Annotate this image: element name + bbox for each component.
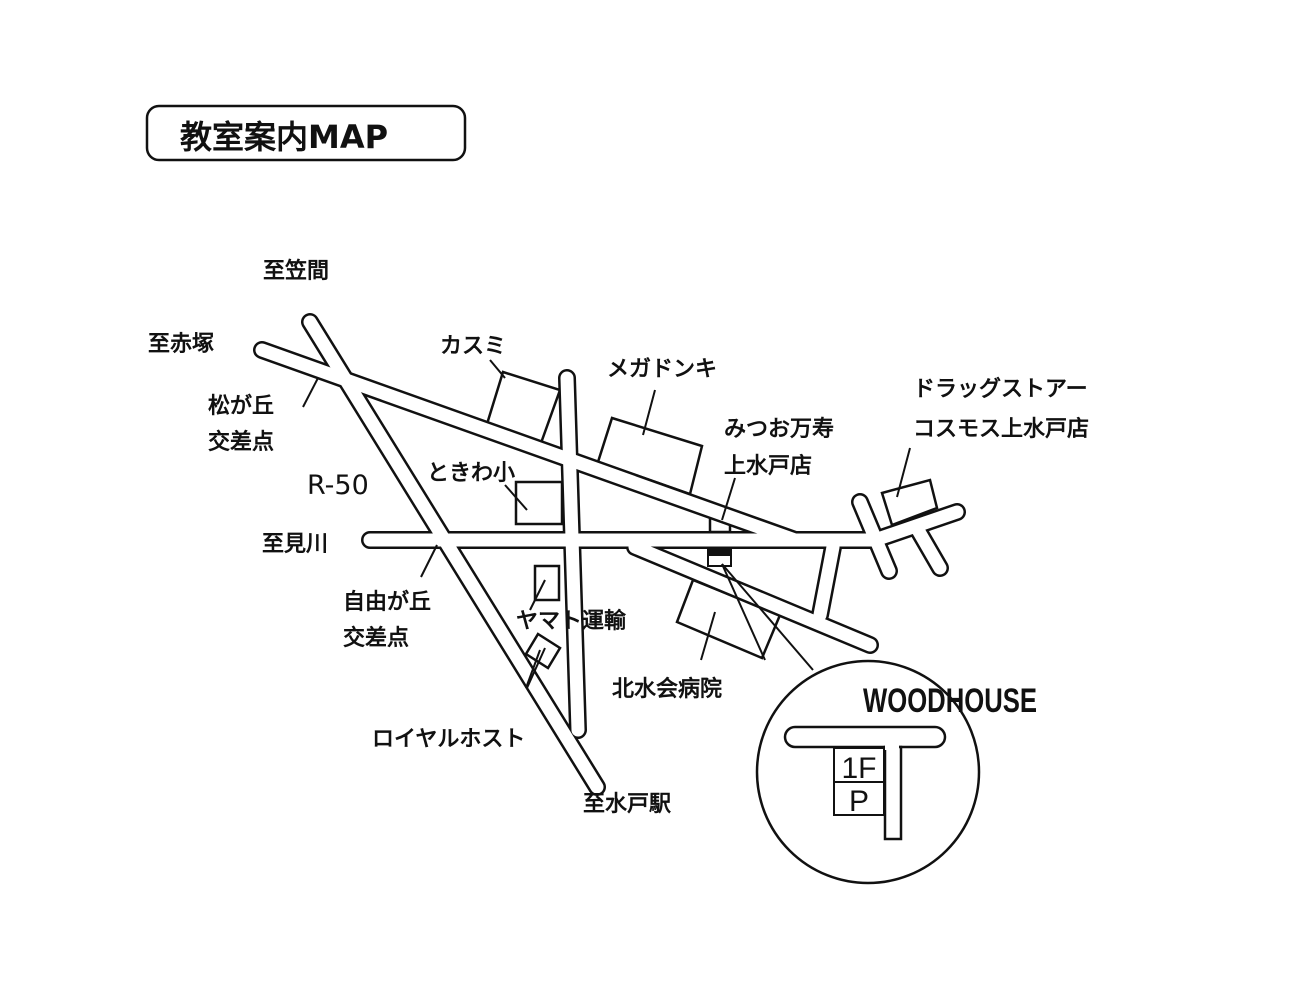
- label-mitsuo-line1: みつお万寿: [724, 416, 834, 442]
- label-drugstore-line2: コスモス上水戸店: [913, 417, 1089, 442]
- label-mitsuo-line2: 上水戸店: [724, 454, 812, 479]
- leader-lines: [302, 359, 911, 689]
- label-hospital: 北水会病院: [612, 676, 722, 702]
- direction-akatsuka: 至赤塚: [148, 332, 214, 357]
- label-drugstore-line1: ドラッグストアー: [913, 376, 1088, 402]
- label-yamato: ヤマト運輸: [516, 608, 627, 634]
- intersection-jiyugaoka-line2: 交差点: [343, 625, 409, 651]
- direction-mito-station: 至水戸駅: [583, 792, 671, 817]
- label-kasumi: カスミ: [440, 334, 506, 359]
- woodhouse-marker: [707, 547, 732, 567]
- title-box: 教室案内MAP: [145, 104, 467, 162]
- parking-lot: [833, 781, 885, 816]
- building-yamato: [533, 564, 561, 602]
- intersection-matsugaoka-line2: 交差点: [208, 429, 274, 455]
- parking-label: P: [849, 785, 869, 818]
- floor-label: 1F: [841, 752, 876, 785]
- route-label: R-50: [307, 470, 369, 501]
- label-tokiwa-school: ときわ小: [427, 461, 515, 486]
- intersection-matsugaoka-line1: 松が丘: [208, 393, 274, 419]
- direction-mikawa: 至見川: [262, 532, 328, 557]
- inset-map: 1F P WOODHOUSE: [755, 659, 1037, 885]
- page-title: 教室案内MAP: [180, 118, 388, 156]
- direction-kasama: 至笠間: [263, 258, 329, 284]
- woodhouse-label: WOODHOUSE: [863, 682, 1037, 720]
- building-tokiwa-school: [514, 480, 564, 526]
- label-royal-host: ロイヤルホスト: [372, 727, 525, 752]
- building-drugstore: [880, 478, 939, 527]
- intersection-jiyugaoka-line1: 自由が丘: [343, 589, 431, 615]
- label-mega-donki: メガドンキ: [607, 357, 717, 382]
- roads: [253, 313, 966, 796]
